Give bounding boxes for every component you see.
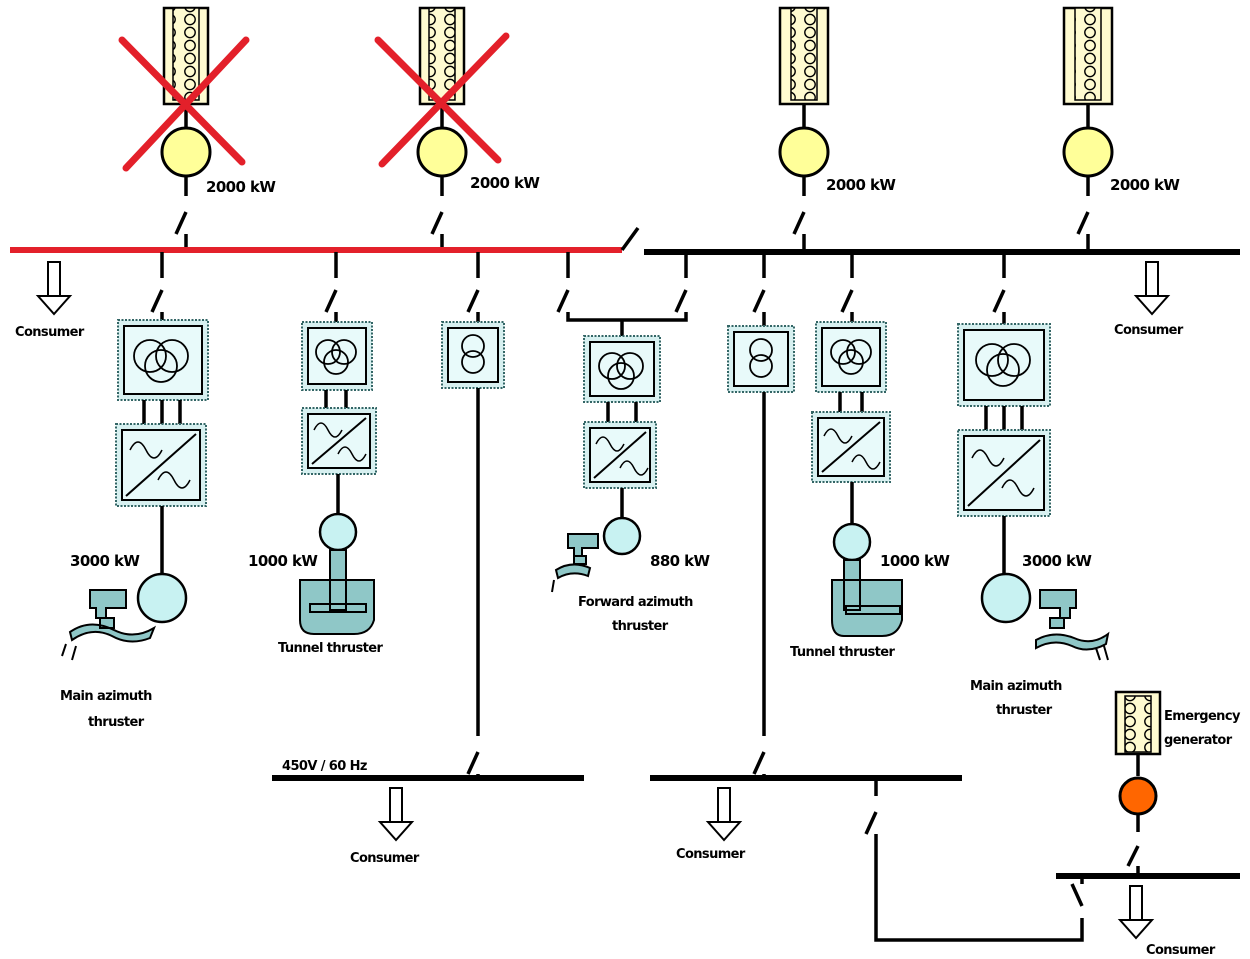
consumer-label-5: Consumer — [1146, 943, 1216, 958]
feeder-main-azimuth-left: 3000 kW Main azimuth thruster — [60, 252, 209, 730]
generator-set-1: 2000 kW — [160, 6, 277, 250]
thruster-2-name-line1: Tunnel thruster — [278, 641, 384, 656]
thruster-1-rating: 3000 kW — [70, 552, 140, 570]
thruster-2-rating: 1000 kW — [248, 552, 318, 570]
lv-bus-label: 450V / 60 Hz — [282, 759, 367, 774]
emergency-label-line2: generator — [1164, 733, 1233, 748]
generator-4-rating: 2000 kW — [1110, 176, 1180, 194]
emergency-generator-set: Emergency generator — [1114, 690, 1242, 876]
emergency-generator — [1118, 776, 1158, 816]
thruster-3-name-line2: thruster — [612, 619, 669, 634]
generator-3 — [778, 126, 830, 178]
consumer-label-2: Consumer — [1114, 323, 1184, 338]
feeder-lv-transformer-left — [441, 252, 505, 778]
azimuth-thruster-1 — [61, 589, 157, 661]
consumer-label-1: Consumer — [15, 325, 85, 340]
motor-4 — [602, 516, 642, 556]
consumer-arrow-4: Consumer — [676, 787, 746, 862]
emergency-tie-feeder — [864, 778, 1084, 942]
motor-1 — [136, 572, 188, 624]
bus-tie-breaker — [620, 226, 640, 252]
consumer-arrow-5: Consumer — [1117, 885, 1216, 958]
generator-4 — [1062, 126, 1114, 178]
azimuth-thruster-2 — [551, 533, 599, 593]
generator-set-4: 2000 kW — [1062, 6, 1181, 252]
consumer-arrow-2: Consumer — [1114, 261, 1184, 338]
thruster-3-rating: 880 kW — [650, 552, 711, 570]
motor-7 — [980, 572, 1032, 624]
thruster-1-name-line2: thruster — [88, 715, 145, 730]
thruster-3-name-line1: Forward azimuth — [578, 595, 693, 610]
thruster-5-name-line1: Main azimuth — [970, 679, 1062, 694]
generator-2-rating: 2000 kW — [470, 174, 540, 192]
consumer-arrow-3: Consumer — [350, 787, 420, 866]
generator-3-rating: 2000 kW — [826, 176, 896, 194]
out-of-service-cross-2 — [374, 32, 510, 168]
thruster-5-rating: 3000 kW — [1022, 552, 1092, 570]
thruster-4-name-line1: Tunnel thruster — [790, 645, 896, 660]
feeder-tunnel-right: 1000 kW Tunnel thruster — [790, 252, 951, 660]
consumer-label-3: Consumer — [350, 851, 420, 866]
generator-1-rating: 2000 kW — [206, 178, 276, 196]
emergency-label-line1: Emergency — [1164, 709, 1241, 724]
consumer-arrow-1: Consumer — [15, 261, 85, 340]
generator-2 — [416, 126, 468, 178]
motor-6 — [832, 522, 872, 562]
azimuth-thruster-3 — [1035, 589, 1110, 661]
feeder-main-azimuth-right: 3000 kW Main azimuth thruster — [957, 252, 1110, 718]
feeder-forward-azimuth: 880 kW Forward azimuth thruster — [551, 252, 711, 634]
generator-set-3: 2000 kW — [778, 6, 897, 252]
consumer-label-4: Consumer — [676, 847, 746, 862]
thruster-1-name-line1: Main azimuth — [60, 689, 152, 704]
thruster-4-rating: 1000 kW — [880, 552, 950, 570]
tunnel-thruster-2 — [831, 559, 903, 637]
generator-1 — [160, 126, 212, 178]
generator-set-2: 2000 kW — [416, 6, 541, 250]
motor-2 — [318, 512, 358, 552]
tunnel-thruster-1 — [299, 549, 375, 635]
feeder-lv-transformer-right — [727, 252, 795, 778]
thruster-5-name-line2: thruster — [996, 703, 1053, 718]
out-of-service-cross-1 — [118, 36, 250, 172]
feeder-tunnel-left: 1000 kW Tunnel thruster — [248, 252, 384, 656]
